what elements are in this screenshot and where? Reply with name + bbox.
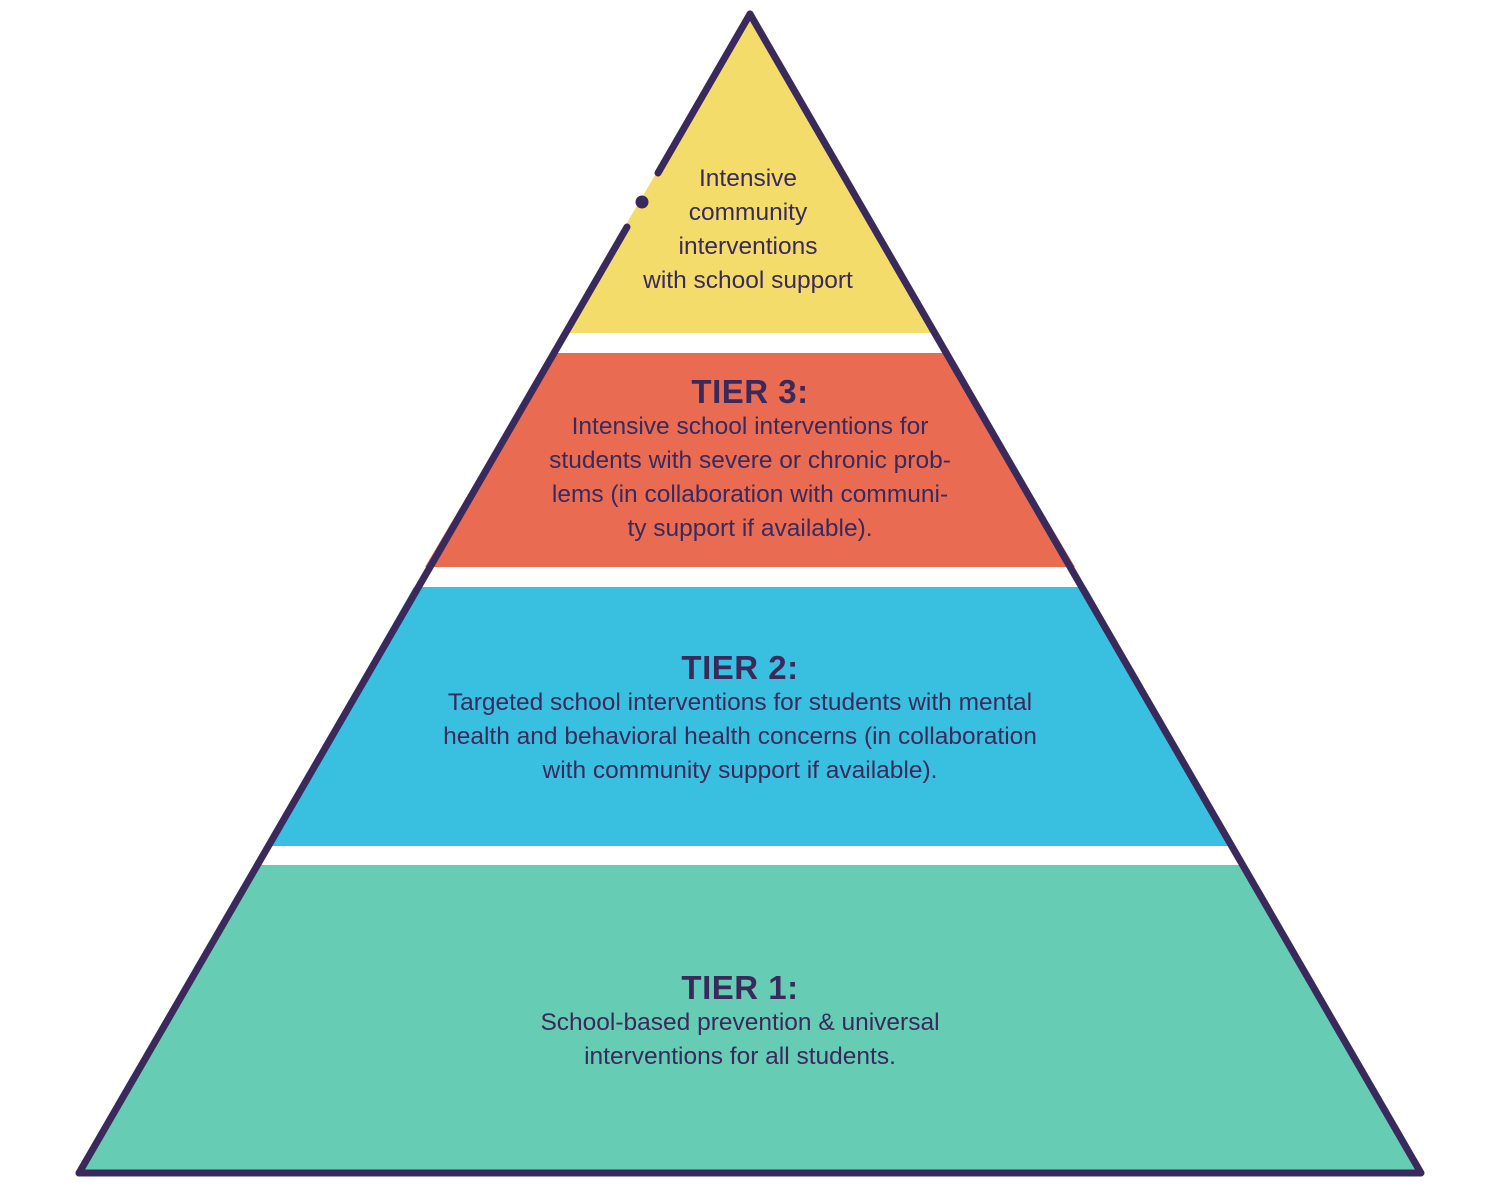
top-tier-text: Intensive community interventions with s…	[598, 162, 898, 298]
top-line: with school support	[643, 267, 853, 294]
tier-3-line: lems (in collaboration with communi-	[551, 481, 949, 508]
top-line: Intensive	[698, 165, 798, 192]
outline-right-and-base	[75, 10, 1425, 1177]
top-band	[562, 14, 938, 333]
outline-break-dot	[635, 195, 649, 209]
tier-3-text: TIER 3: Intensive school interventions f…	[450, 374, 1050, 546]
tier-3-heading: TIER 3:	[691, 373, 809, 410]
top-tier-description: Intensive community interventions with s…	[598, 162, 898, 298]
tier-2-heading: TIER 2:	[681, 649, 799, 686]
tier-2-band	[266, 587, 1234, 846]
top-line: community	[688, 199, 808, 226]
tier-3-line: ty support if available).	[627, 515, 873, 542]
tier-1-heading: TIER 1:	[681, 969, 799, 1006]
tier-2-line: with community support if available).	[542, 757, 938, 784]
tier-2-text: TIER 2: Targeted school interventions fo…	[340, 650, 1140, 788]
outline-left-upper	[654, 10, 754, 177]
tier-2-line: Targeted school interventions for studen…	[447, 689, 1033, 716]
tier-1-line: School-based prevention & universal	[540, 1009, 940, 1036]
tier-3-line: Intensive school interventions for	[571, 413, 929, 440]
top-line: interventions	[678, 233, 818, 260]
tier-1-line: interventions for all students.	[584, 1043, 896, 1070]
pyramid-outline	[75, 10, 1425, 1177]
tier-3-band	[425, 353, 1075, 567]
outline-left-lower	[75, 223, 631, 1177]
tier-3-line: students with severe or chronic prob-	[549, 447, 951, 474]
tier-1-text: TIER 1: School-based prevention & univer…	[440, 970, 1040, 1074]
tier-1-band	[79, 865, 1421, 1173]
tier-2-line: health and behavioral health concerns (i…	[443, 723, 1037, 750]
tier-2-description: Targeted school interventions for studen…	[340, 686, 1140, 788]
tier-3-description: Intensive school interventions for stude…	[450, 410, 1050, 546]
tier-1-description: School-based prevention & universal inte…	[440, 1006, 1040, 1074]
